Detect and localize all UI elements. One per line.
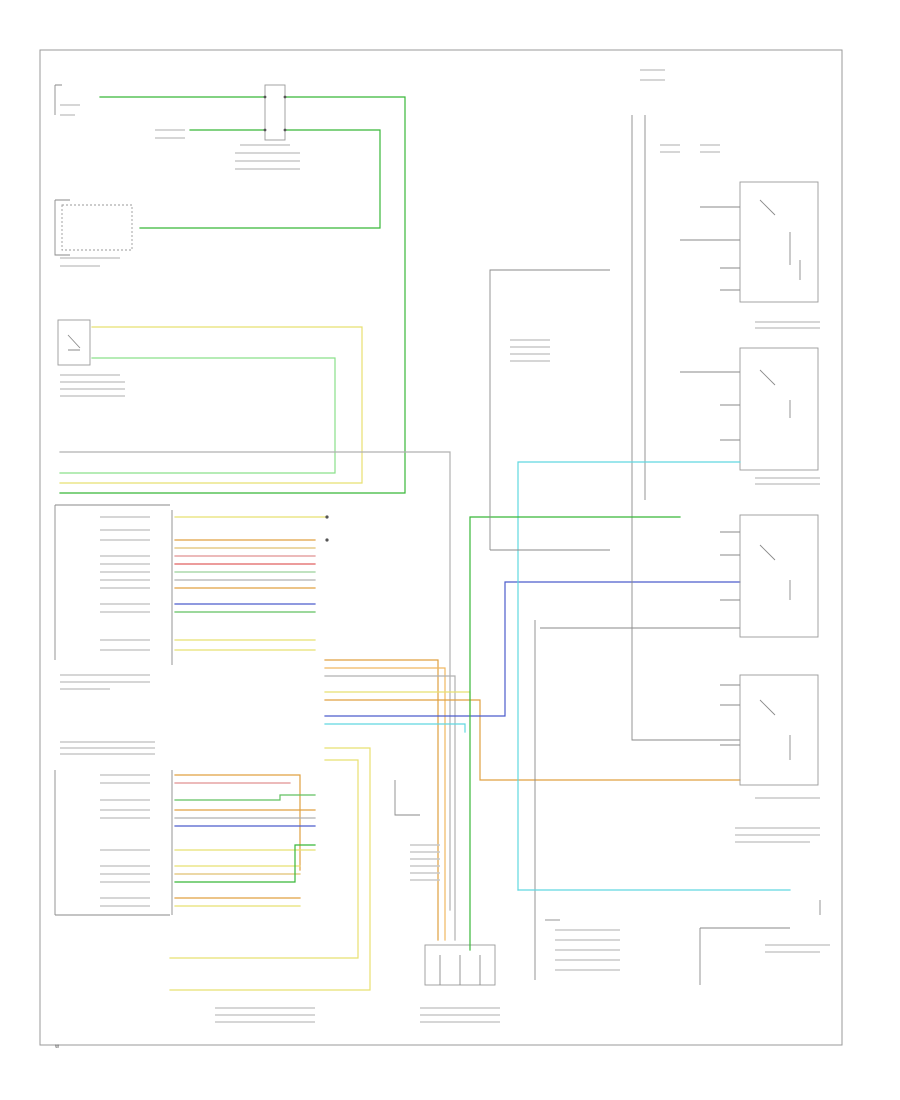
instrument-cluster-block bbox=[54, 199, 133, 256]
footer-code: W bbox=[55, 1044, 59, 1049]
lower-wire-3 bbox=[174, 794, 316, 801]
wire-green-second-right bbox=[139, 129, 381, 229]
relay-4 bbox=[739, 674, 819, 786]
harness-orange-2 bbox=[324, 667, 446, 941]
harness-yellow bbox=[324, 691, 471, 716]
harness-blue bbox=[324, 581, 741, 717]
lower-connector-block bbox=[54, 770, 316, 916]
left-relay-block bbox=[57, 319, 451, 911]
wire-lightgreen-relay bbox=[59, 357, 336, 474]
harness-orange-3 bbox=[324, 699, 741, 781]
top-left-block bbox=[54, 84, 406, 494]
relay-3 bbox=[739, 514, 819, 638]
wire-green-top-right bbox=[59, 96, 406, 494]
harness-gray bbox=[324, 675, 456, 941]
wire-gray-long bbox=[59, 451, 451, 911]
wire-cyan-right bbox=[517, 461, 741, 891]
harness-orange bbox=[324, 659, 439, 941]
bottom-center-connectors bbox=[424, 620, 536, 986]
harness-yellow-v bbox=[169, 747, 371, 991]
wire-gray-right bbox=[489, 269, 610, 551]
wire-yellow-relay bbox=[59, 326, 363, 484]
harness-yellow-v2 bbox=[169, 759, 359, 959]
harness-cyan bbox=[324, 723, 466, 733]
center-harness bbox=[169, 581, 741, 991]
label-marks bbox=[60, 69, 830, 1023]
ecm-connector-block bbox=[54, 504, 329, 665]
diagram-frame bbox=[39, 49, 843, 1046]
lower-wire-10 bbox=[174, 844, 316, 883]
lower-wire-1 bbox=[174, 774, 301, 871]
wire-green-right bbox=[469, 516, 681, 951]
relay-2 bbox=[739, 347, 819, 471]
relay-1 bbox=[739, 181, 819, 303]
bottom-right-block bbox=[545, 900, 821, 985]
right-relays bbox=[469, 115, 819, 951]
